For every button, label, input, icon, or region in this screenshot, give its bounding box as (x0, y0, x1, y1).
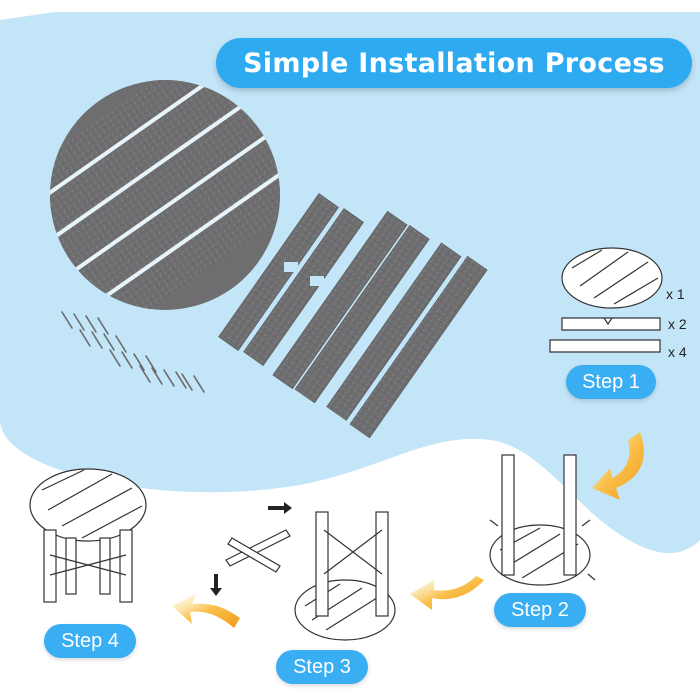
step-3-badge: Step 3 (276, 650, 368, 684)
screws (61, 311, 205, 393)
flow-arrows (172, 432, 644, 628)
qty-braces: x 2 (668, 316, 687, 332)
step2-assembly-diagram (489, 454, 596, 586)
title-banner: Simple Installation Process (216, 38, 692, 88)
arrow-to-step4 (172, 594, 240, 628)
step-1-label: Step 1 (582, 370, 640, 393)
arrow-to-step3 (410, 576, 484, 610)
step1-parts-diagram (549, 247, 663, 353)
step4-assembled-table (29, 468, 147, 603)
qty-legs: x 4 (668, 344, 687, 360)
arrow-to-step2 (592, 432, 644, 500)
step-4-badge: Step 4 (44, 624, 136, 658)
step3-assembly-diagram (210, 502, 396, 641)
round-tabletop-part (50, 80, 280, 310)
step-1-badge: Step 1 (566, 365, 656, 399)
step-4-label: Step 4 (61, 629, 119, 652)
qty-tabletop: x 1 (666, 286, 685, 302)
step-3-label: Step 3 (293, 655, 351, 678)
step-2-badge: Step 2 (494, 593, 586, 627)
step-2-label: Step 2 (511, 598, 569, 621)
page-title: Simple Installation Process (243, 47, 665, 79)
leg-and-brace-parts (218, 193, 488, 439)
